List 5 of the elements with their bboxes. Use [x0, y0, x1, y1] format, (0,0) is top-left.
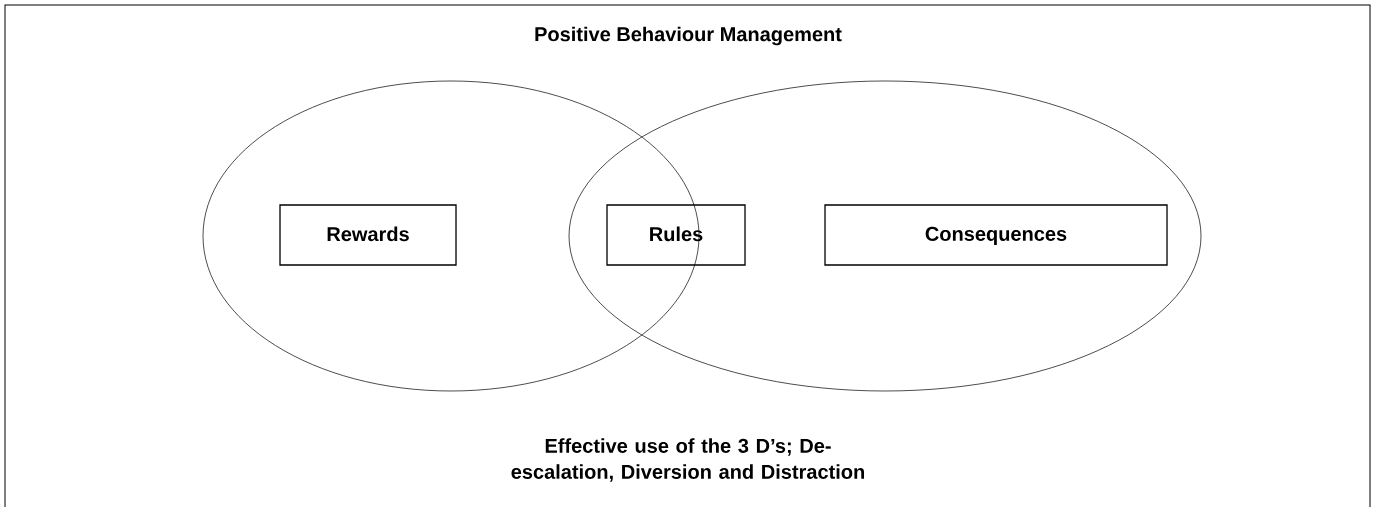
note: Effective use of the 3 D’s; De-escalation, Diversion and Distraction	[511, 438, 864, 482]
title: Positive Behaviour Management	[535, 26, 842, 46]
text-box: Rewards	[279, 204, 457, 266]
text-box: Consequences	[824, 204, 1168, 266]
ellipse	[568, 80, 1202, 392]
